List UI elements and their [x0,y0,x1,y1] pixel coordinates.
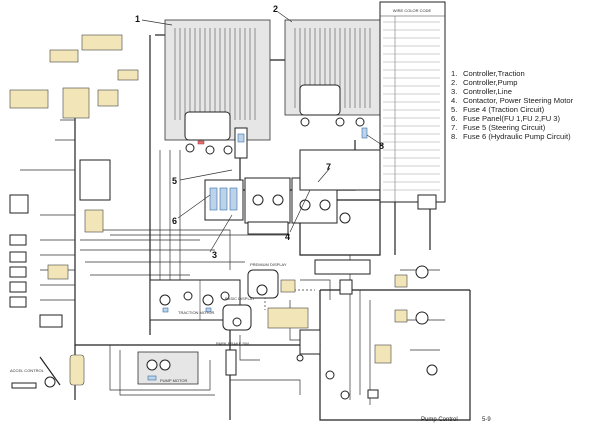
footer-page: 5-9 [482,417,491,423]
callout-1: 1 [135,14,140,24]
legend-num-2: 2. [451,78,457,87]
controller-pump [284,19,386,139]
callout-2: 2 [273,4,278,14]
main-connector [267,307,309,329]
legend-num-1: 1. [451,69,457,78]
legend-num-4: 4. [451,96,457,105]
legend-item-4: Contactor, Power Steering Motor [463,96,574,105]
wire-color-code-table: WIRE COLOR CODE [379,1,446,203]
callout-3: 3 [212,250,217,260]
callout-8: 8 [379,141,384,151]
legend-item-5: Fuse 4 (Traction Circuit) [463,105,545,114]
legend-item-6: Fuse Panel(FU 1,FU 2,FU 3) [463,114,561,123]
premium-display-label: PREMIUM DISPLAY [250,262,287,267]
traction-motor-label: TRACTION MOTOR [178,310,214,315]
wire-table-title: WIRE COLOR CODE [393,8,432,13]
legend-item-8: Fuse 6 (Hydraulic Pump Circuit) [463,132,571,141]
footer-title: Pump Control [421,417,458,423]
legend-item-7: Fuse 5 (Steering Circuit) [463,123,546,132]
display-connector [280,279,296,293]
legend-num-3: 3. [451,87,457,96]
legend-item-3: Controller,Line [463,87,512,96]
callout-6: 6 [172,216,177,226]
premium-display: PREMIUM DISPLAY [247,262,287,299]
battery-connector [417,194,437,210]
accel-control: ACCEL CONTROL [10,354,85,389]
legend-item-2: Controller,Pump [463,78,517,87]
callout-5: 5 [172,176,177,186]
legend-num-6: 6. [451,114,457,123]
controller-traction [164,19,271,155]
legend-num-5: 5. [451,105,457,114]
park-brake-switch: PARK BRAKE SW [216,341,249,376]
legend-num-7: 7. [451,123,457,132]
callout-7: 7 [326,162,331,172]
legend-num-8: 8. [451,132,457,141]
connectors-top-left [9,34,139,233]
pump-motor: PUMP MOTOR [137,351,199,385]
switch-stack [9,234,69,328]
accel-control-label: ACCEL CONTROL [10,368,45,373]
fuse-4-element [237,133,245,143]
legend-item-1: Controller,Traction [463,69,525,78]
right-components [296,259,438,400]
mount-plate [299,149,381,191]
fuse-panel [204,179,244,221]
line-controller [244,177,291,235]
park-brake-label: PARK BRAKE SW [216,341,249,346]
callout-4: 4 [285,232,290,242]
fuse-4 [234,127,248,159]
basic-display: BASIC DISPLAY [222,296,255,331]
pump-motor-label: PUMP MOTOR [160,378,188,383]
basic-display-label: BASIC DISPLAY [225,296,255,301]
callouts: 1 2 3 4 5 6 7 8 [135,4,384,260]
legend: 1. Controller,Traction 2. Controller,Pum… [451,69,574,141]
